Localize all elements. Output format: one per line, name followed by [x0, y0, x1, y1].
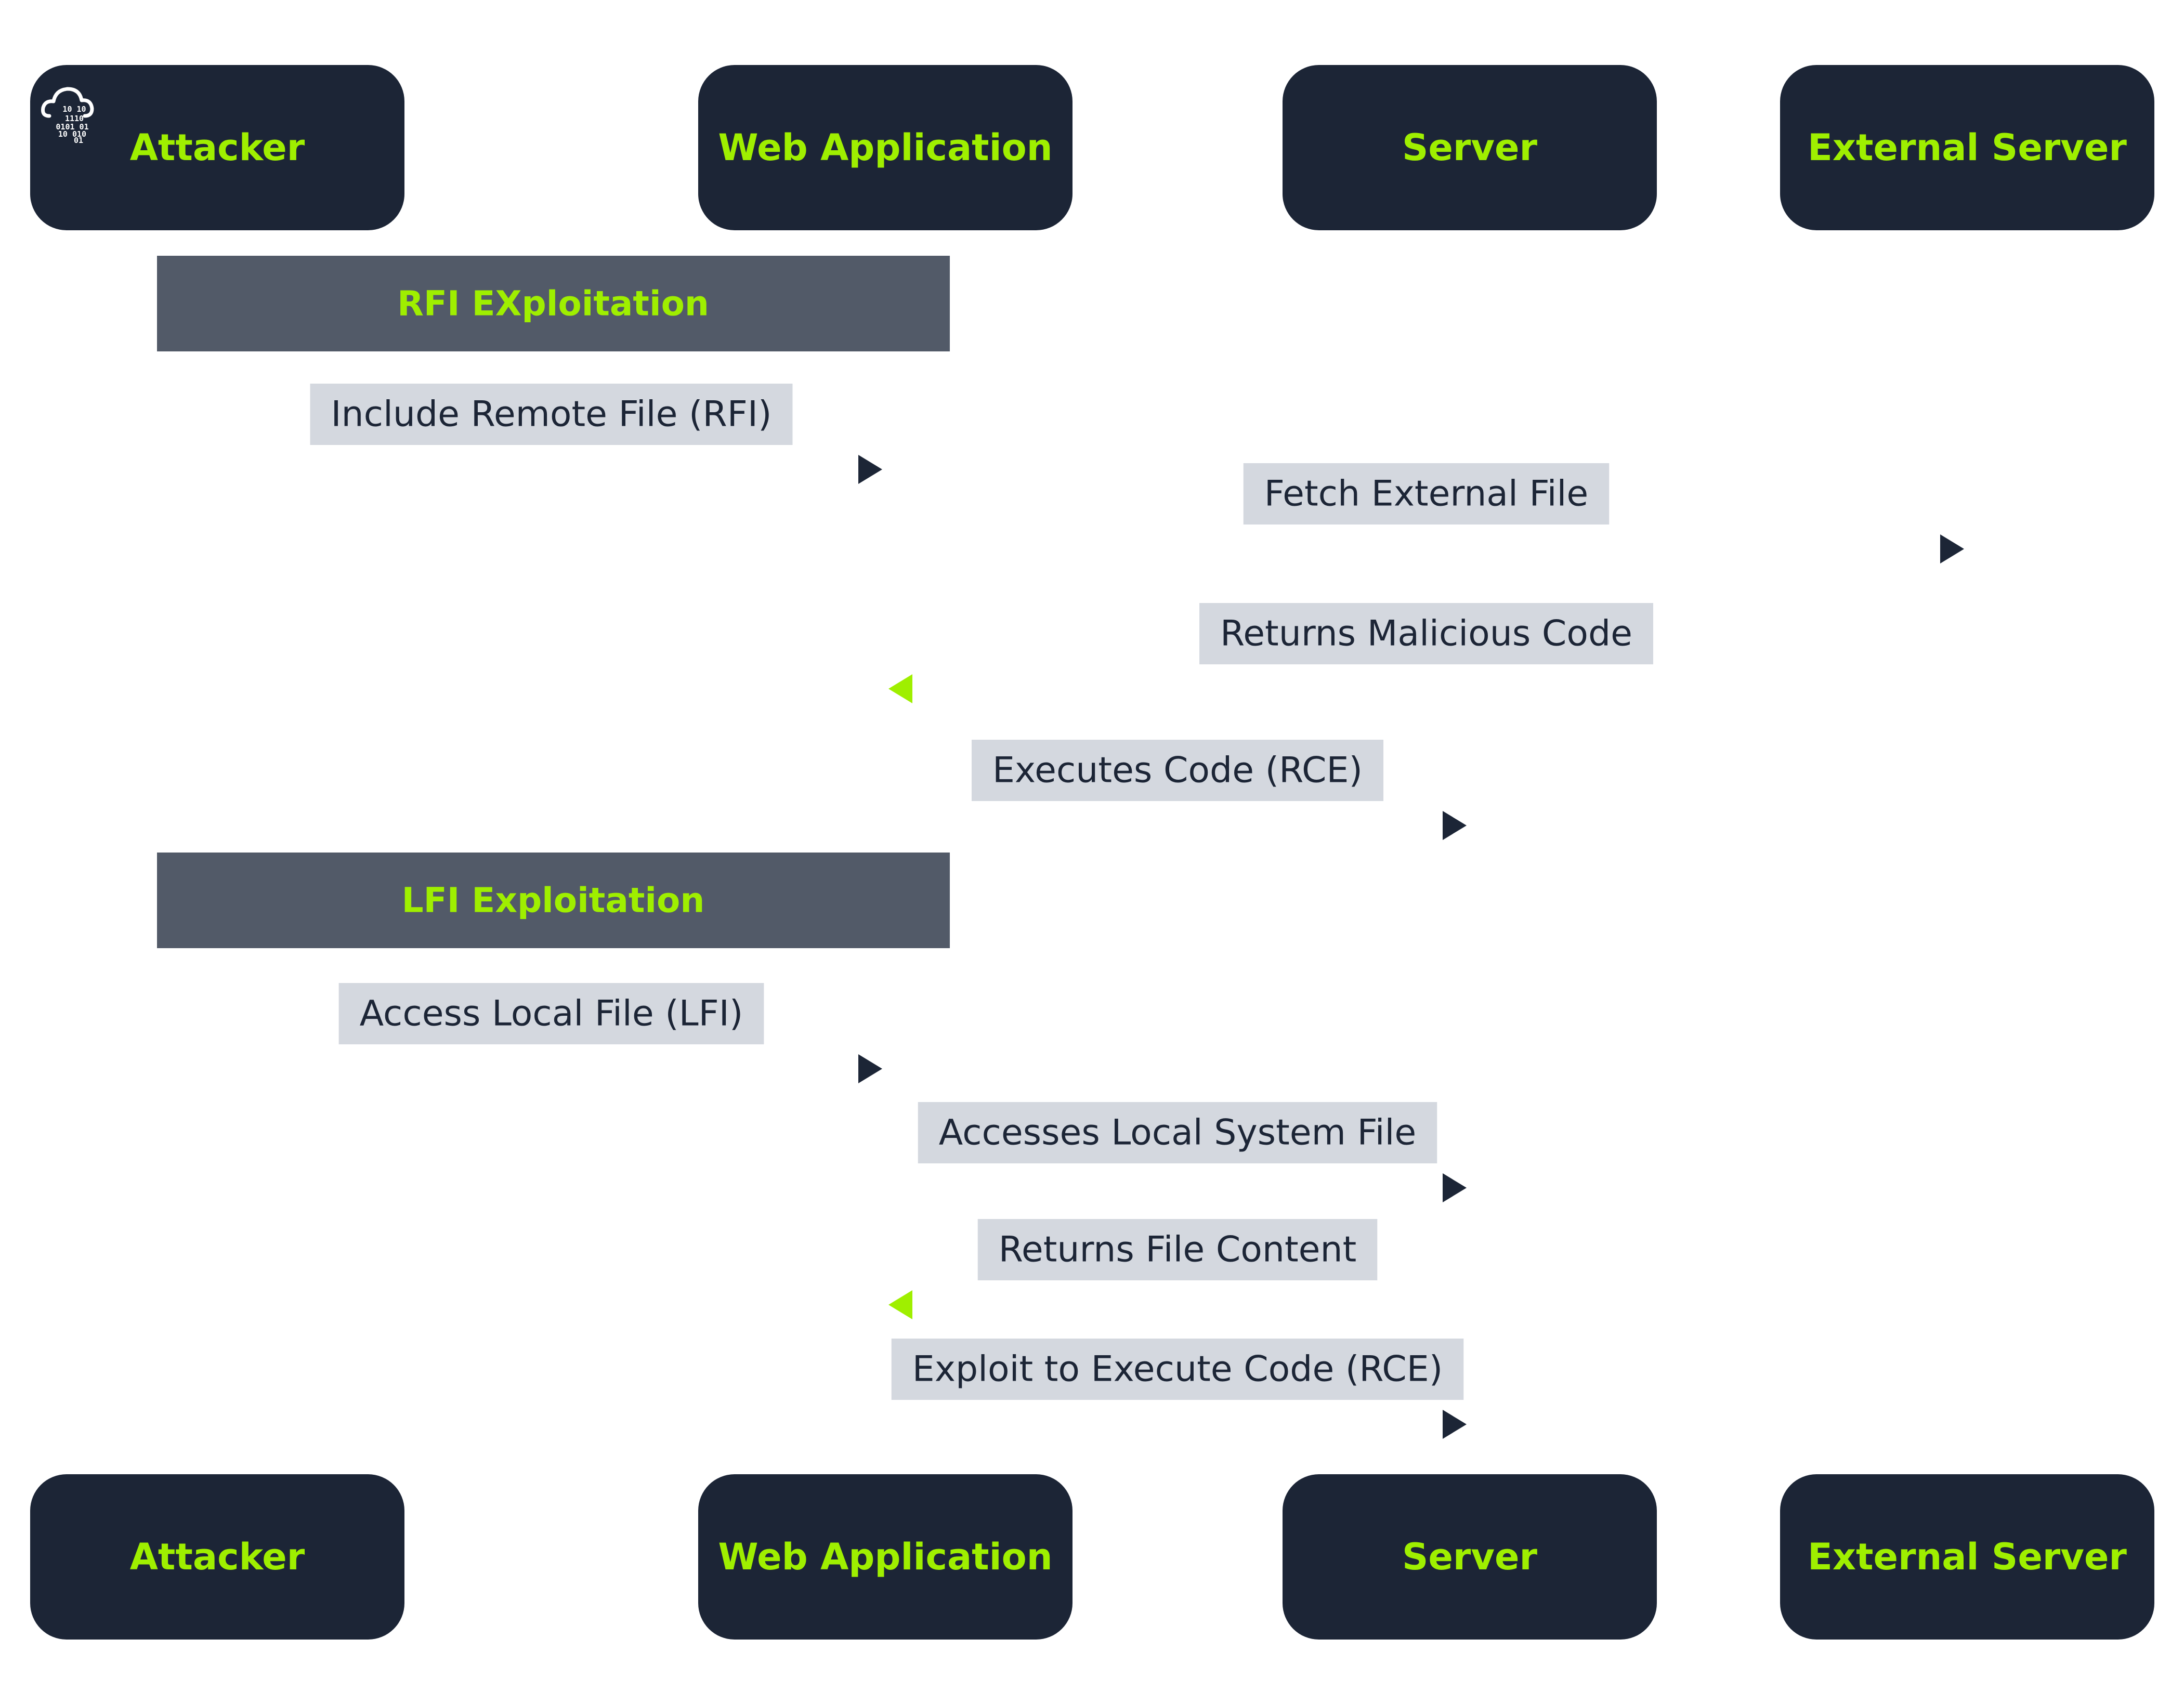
- actor-label: Server: [1402, 126, 1538, 169]
- message-label-box: [891, 1339, 1464, 1400]
- messages: Include Remote File (RFI) Fetch External …: [217, 384, 1967, 1439]
- section-lfi-exploitation: LFI Exploitation: [157, 853, 950, 948]
- logo-digit: 0101 01: [56, 122, 88, 132]
- message-arrowhead: [888, 674, 912, 703]
- message-include-remote-file-rfi: Include Remote File (RFI): [217, 384, 882, 484]
- message-label-box: [918, 1102, 1437, 1163]
- message-executes-code-rce: Executes Code (RCE): [885, 740, 1467, 840]
- message-label-box: [977, 1219, 1378, 1280]
- actor-box: [698, 1474, 1073, 1640]
- actor-box: [30, 65, 404, 230]
- message-label-box: [310, 384, 793, 445]
- logo-digit: 1110: [65, 114, 84, 123]
- message-returns-malicious-code: Returns Malicious Code: [888, 603, 1967, 703]
- logo-digit: 01: [74, 136, 83, 145]
- message-exploit-to-execute-code-rce: Exploit to Execute Code (RCE): [885, 1339, 1467, 1439]
- actor-box: [1283, 1474, 1657, 1640]
- message-fetch-external-file: Fetch External File: [885, 463, 1964, 563]
- actors-bottom: Attacker Web Application Server External Se…: [30, 1474, 2154, 1640]
- message-arrowhead: [858, 455, 882, 484]
- message-label: Accesses Local System File: [939, 1112, 1417, 1153]
- message-label-box: [338, 983, 764, 1044]
- section-label: RFI EXploitation: [397, 284, 709, 324]
- actor-label: Attacker: [130, 126, 305, 169]
- message-label: Include Remote File (RFI): [331, 394, 771, 435]
- actor-box: [1780, 1474, 2154, 1640]
- actor-label: Server: [1402, 1536, 1538, 1578]
- message-label: Returns Malicious Code: [1220, 613, 1632, 654]
- logo-digit: 10 010: [58, 129, 86, 139]
- actor-label: External Server: [1808, 126, 2127, 169]
- message-label-box: [1243, 463, 1610, 525]
- message-arrowhead: [1443, 1410, 1467, 1439]
- message-label-box: [1199, 603, 1653, 664]
- actors-top: Attacker Web Application Server External Se…: [30, 65, 2154, 230]
- actor-box: [698, 65, 1073, 230]
- actor-external-server-top: External Server: [1780, 65, 2154, 230]
- message-arrowhead: [1443, 1173, 1467, 1202]
- actor-box: [1780, 65, 2154, 230]
- actor-box: [30, 1474, 404, 1640]
- actor-attacker-top: Attacker: [30, 65, 404, 230]
- message-returns-file-content: Returns File Content: [888, 1219, 1470, 1319]
- actor-external-server-bottom: External Server: [1780, 1474, 2154, 1640]
- message-arrowhead: [1443, 811, 1467, 840]
- logo-digit: 10 10: [62, 104, 86, 114]
- actor-label: Attacker: [130, 1536, 305, 1578]
- message-access-local-file-lfi: Access Local File (LFI): [217, 983, 882, 1083]
- section-box: [157, 853, 950, 948]
- actor-server-top: Server: [1283, 65, 1657, 230]
- actor-server-bottom: Server: [1283, 1474, 1657, 1640]
- actor-attacker-bottom: Attacker: [30, 1474, 404, 1640]
- actor-box: [1283, 65, 1657, 230]
- lifelines: [213, 230, 1971, 1474]
- message-accesses-local-system-file: Accesses Local System File: [885, 1102, 1467, 1202]
- actor-label: Web Application: [718, 1536, 1052, 1578]
- section-box: [157, 256, 950, 351]
- message-label: Returns File Content: [999, 1229, 1357, 1270]
- message-label-box: [971, 740, 1384, 801]
- message-arrowhead: [888, 1290, 912, 1319]
- message-label: Executes Code (RCE): [992, 750, 1363, 791]
- section-label: LFI Exploitation: [402, 881, 705, 921]
- section-rfi-exploitation: RFI EXploitation: [157, 256, 950, 351]
- actor-label: Web Application: [718, 126, 1052, 169]
- message-label: Access Local File (LFI): [360, 993, 743, 1034]
- message-arrowhead: [858, 1054, 882, 1083]
- actor-label: External Server: [1808, 1536, 2127, 1578]
- actor-web-application-top: Web Application: [698, 65, 1073, 230]
- actor-web-application-bottom: Web Application: [698, 1474, 1073, 1640]
- message-arrowhead: [1940, 534, 1964, 563]
- message-label: Fetch External File: [1264, 474, 1589, 515]
- message-label: Exploit to Execute Code (RCE): [912, 1349, 1443, 1390]
